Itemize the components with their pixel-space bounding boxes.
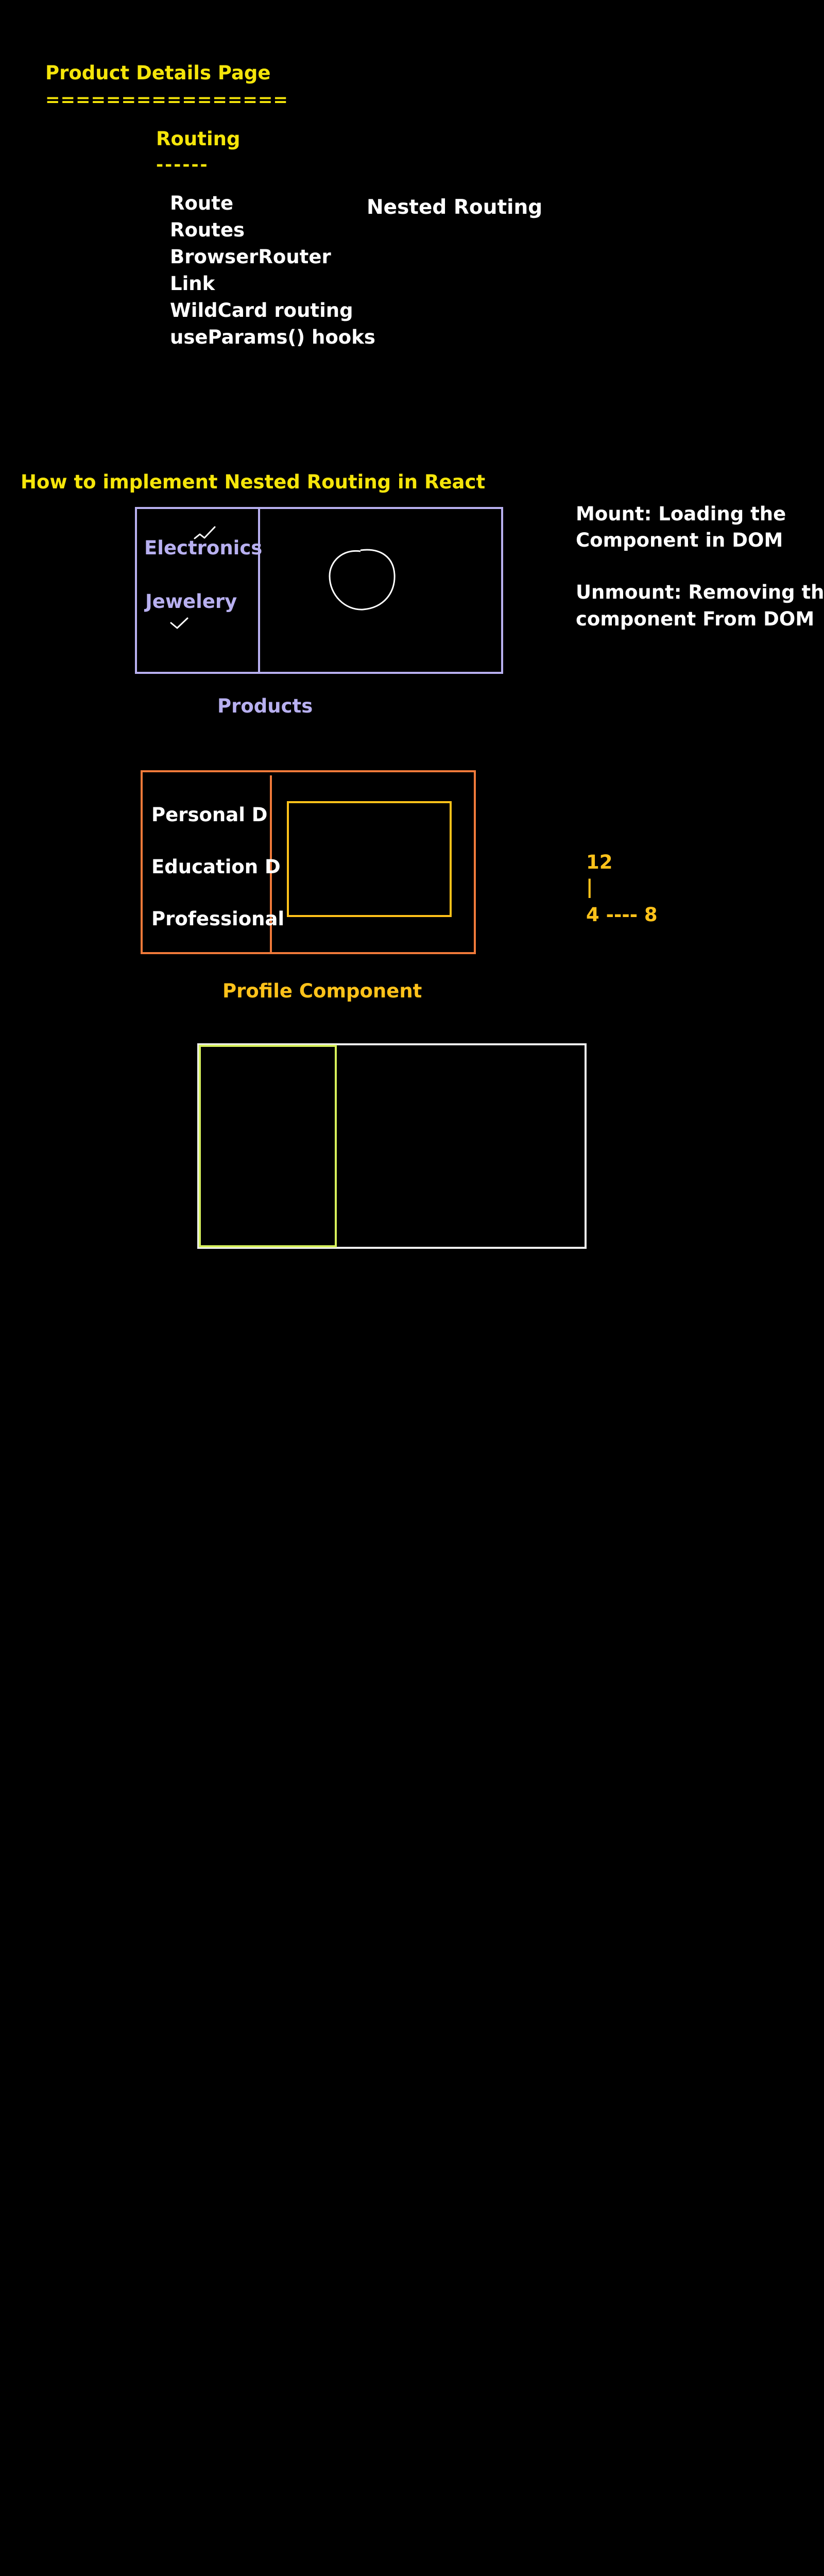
content-circle-sketch bbox=[329, 549, 396, 611]
routing-list-item: BrowserRouter bbox=[170, 246, 331, 268]
routing-list-item: Link bbox=[170, 273, 215, 295]
routing-heading: Routing bbox=[156, 128, 241, 150]
profile-menu-item: Professional bbox=[151, 908, 285, 930]
number-line: 4 ---- 8 bbox=[586, 904, 658, 926]
nested-routing-note: Nested Routing bbox=[367, 196, 543, 219]
routing-list-item: Routes bbox=[170, 219, 245, 241]
profile-menu-item: Education D bbox=[151, 856, 281, 878]
routing-underline: ------ bbox=[156, 155, 209, 175]
products-menu-electronics: Electronics bbox=[144, 537, 263, 559]
number-bar: | bbox=[586, 876, 593, 898]
routing-list-item: Route bbox=[170, 192, 234, 214]
products-caption: Products bbox=[217, 695, 313, 717]
mount-note-line: Mount: Loading the bbox=[576, 503, 786, 525]
products-menu-jewelery: Jewelery bbox=[145, 590, 237, 613]
profile-menu-item: Personal D bbox=[151, 804, 268, 826]
unmount-note-line: Unmount: Removing the bbox=[576, 581, 824, 603]
profile-caption: Profile Component bbox=[222, 980, 422, 1002]
routing-list-item: useParams() hooks bbox=[170, 326, 375, 348]
nested-routing-heading: How to implement Nested Routing in React bbox=[21, 471, 486, 493]
layout-outer-box bbox=[197, 1043, 587, 1249]
jewelery-checkmark bbox=[170, 617, 188, 629]
mount-note-line: Component in DOM bbox=[576, 529, 783, 551]
title-underline: ================ bbox=[45, 90, 288, 110]
electronics-checkmark bbox=[194, 526, 216, 539]
products-outer-box bbox=[135, 507, 503, 674]
profile-content-box bbox=[287, 801, 452, 917]
layout-sidebar-box bbox=[199, 1045, 337, 1247]
page-title: Product Details Page bbox=[45, 62, 271, 84]
unmount-note-line: component From DOM bbox=[576, 608, 815, 630]
profile-outer-box bbox=[141, 770, 476, 954]
number-top: 12 bbox=[586, 851, 613, 873]
routing-list-item: WildCard routing bbox=[170, 299, 353, 321]
